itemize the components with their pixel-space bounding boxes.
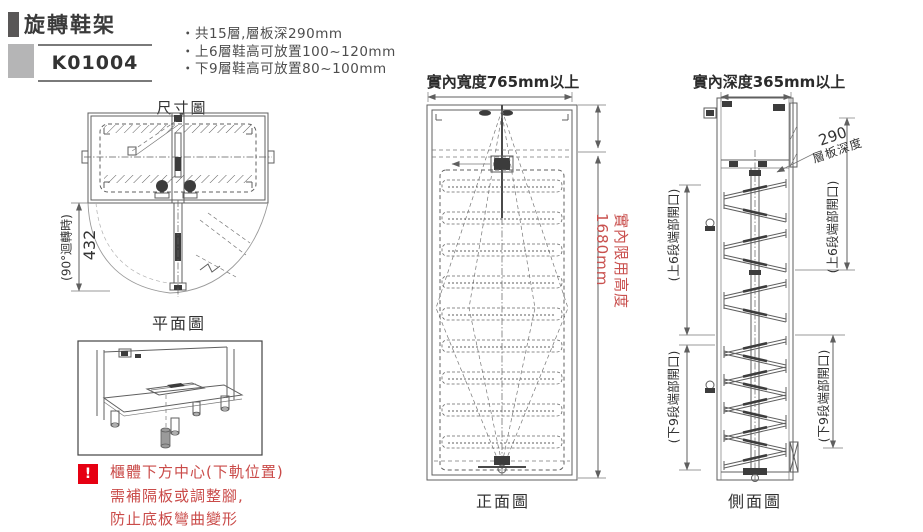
- product-code: K01004: [51, 52, 139, 74]
- plan-view-drawing: [71, 112, 275, 297]
- front-view-caption: 正面圖: [475, 492, 530, 511]
- upper-opening-label-left: (上6段端部開口): [665, 188, 681, 282]
- side-view-drawing: [679, 92, 855, 482]
- page-title: 旋轉鞋架: [24, 13, 116, 37]
- warning-exclamation: !: [84, 466, 92, 482]
- warning-line: 櫃體下方中心(下軌位置): [110, 463, 284, 481]
- side-view-caption: 側面圖: [727, 492, 782, 511]
- product-code-box: K01004: [38, 44, 152, 82]
- plan-rotation-note: (90°迴轉時): [59, 214, 74, 281]
- front-height-label: 實內限用高度1680mm: [593, 213, 631, 310]
- front-width-label: 實內寬度765mm以上: [426, 73, 580, 91]
- warning-icon: !: [78, 464, 98, 484]
- upper-opening-label-right: (上6段端部開口): [824, 180, 840, 274]
- title-marker: [8, 12, 19, 37]
- warning-text: 櫃體下方中心(下軌位置) 需補隔板或調整腳, 防止底板彎曲變形: [110, 461, 284, 532]
- spec-line: ・共15層,層板深290mm: [181, 26, 343, 42]
- lower-opening-label-right: (下9段端部開口): [815, 349, 831, 443]
- lower-opening-label-left: (下9段端部開口): [665, 350, 681, 444]
- spec-line: ・下9層鞋高可放置80~100mm: [181, 61, 387, 77]
- plan-view-caption: 平面圖: [151, 314, 206, 333]
- code-marker: [8, 44, 34, 78]
- warning-line: 需補隔板或調整腳,: [110, 486, 244, 505]
- cabinet-legs: [110, 395, 230, 436]
- front-view-drawing: [426, 92, 606, 481]
- warning-line: 防止底板彎曲變形: [110, 510, 239, 528]
- spec-list: ・共15層,層板深290mm ・上6層鞋高可放置100~120mm ・下9層鞋高…: [181, 26, 396, 79]
- side-depth-label: 實內深度365mm以上: [692, 73, 846, 91]
- adjustment-foot: [160, 427, 171, 449]
- base-detail-drawing: [77, 340, 263, 456]
- plan-rotation-dimension: 432: [79, 229, 99, 261]
- spec-line: ・上6層鞋高可放置100~120mm: [181, 43, 396, 60]
